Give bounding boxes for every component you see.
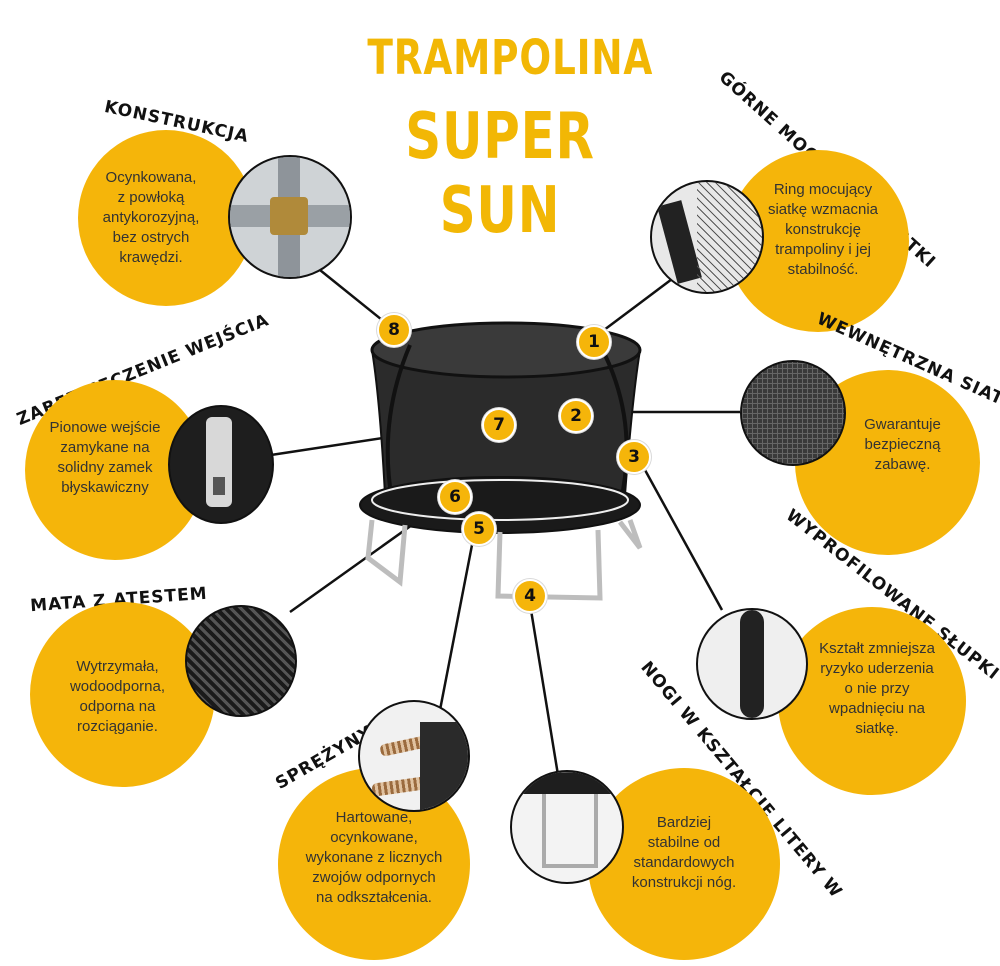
konstrukcja-line: Ocynkowana,	[105, 169, 197, 186]
nogi-line: Bardziej	[656, 814, 712, 831]
marker-2: 2	[559, 399, 593, 433]
title-line-2: SUPER SUN	[405, 100, 595, 248]
konstrukcja-circle: Ocynkowana, z powłoką antykorozyjną, bez…	[78, 130, 254, 306]
marker-8: 8	[377, 313, 411, 347]
gorne-line: stabilność.	[787, 261, 859, 278]
gorne-line: konstrukcję	[785, 221, 861, 238]
sprezyny-line: zwojów odpornych	[312, 869, 436, 886]
zabezpieczenie-line: Pionowe wejście	[49, 419, 161, 436]
nogi-circle: Bardziej stabilne od standardowych konst…	[588, 768, 780, 960]
konstrukcja-line: antykorozyjną,	[102, 209, 200, 226]
sprezyny-line: wykonane z licznych	[305, 849, 443, 866]
slupki-line: o nie przy	[844, 680, 910, 697]
gorne-line: siatkę wzmacnia	[767, 201, 879, 218]
marker-5: 5	[462, 512, 496, 546]
konstrukcja-line: z powłoką	[117, 189, 185, 206]
mata-line: Wytrzymała,	[76, 658, 159, 675]
wewnetrzna-line: Gwarantuje	[864, 416, 941, 433]
wewnetrzna-line: bezpieczną	[864, 436, 941, 453]
zabezpieczenie-line: solidny zamek	[57, 459, 153, 476]
zabezpieczenie-line: zamykane na	[60, 439, 150, 456]
net-ring-photo	[650, 180, 764, 294]
sprezyny-line: na odkształcenia.	[316, 889, 432, 906]
nogi-line: stabilne od	[647, 834, 721, 851]
marker-6: 6	[438, 480, 472, 514]
slupki-line: ryzyko uderzenia	[820, 660, 934, 677]
pole-photo	[696, 608, 808, 720]
marker-1: 1	[577, 325, 611, 359]
marker-7: 7	[482, 408, 516, 442]
title-line-1: TRAMPOLINA	[367, 30, 654, 86]
gorne-line: Ring mocujący	[773, 181, 873, 198]
nogi-line: konstrukcji nóg.	[631, 874, 737, 891]
gorne-line: trampoliny i jej	[775, 241, 871, 258]
sprezyny-line: Hartowane,	[335, 809, 413, 826]
zabezpieczenie-line: błyskawiczny	[61, 479, 149, 496]
slupki-line: Kształt zmniejsza	[819, 640, 935, 657]
inner-net-photo	[740, 360, 846, 466]
wewnetrzna-line: zabawę.	[874, 456, 931, 473]
mata-line: odporna na	[79, 698, 156, 715]
frame-joint-photo	[228, 155, 352, 279]
zipper-photo	[168, 405, 274, 524]
slupki-line: siatkę.	[855, 720, 899, 737]
sprezyny-line: ocynkowane,	[330, 829, 418, 846]
konstrukcja-line: krawędzi.	[119, 249, 183, 266]
mata-line: rozciąganie.	[77, 718, 158, 735]
mata-line: wodoodporna,	[69, 678, 166, 695]
nogi-line: standardowych	[633, 854, 735, 871]
leg-photo	[510, 770, 624, 884]
springs-photo	[358, 700, 470, 812]
konstrukcja-line: bez ostrych	[112, 229, 190, 246]
mata-circle: Wytrzymała, wodoodporna, odporna na rozc…	[30, 602, 215, 787]
slupki-line: wpadnięciu na	[829, 700, 925, 717]
marker-3: 3	[617, 440, 651, 474]
mat-texture-photo	[185, 605, 297, 717]
marker-4: 4	[513, 579, 547, 613]
slupki-circle: Kształt zmniejsza ryzyko uderzenia o nie…	[778, 607, 966, 795]
